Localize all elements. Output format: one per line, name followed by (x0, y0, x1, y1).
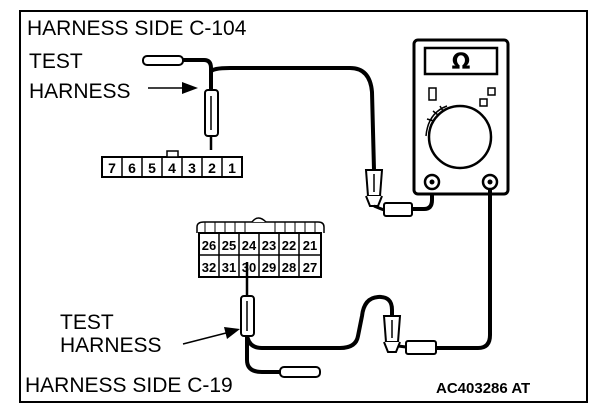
connector-c104: 7 6 5 4 3 2 1 (101, 150, 243, 178)
connector-c19: 26 25 24 23 22 21 32 31 30 29 28 27 (196, 217, 325, 278)
ohmmeter-display (423, 46, 499, 76)
top-test-harness (142, 55, 219, 150)
c19-pin: 32 (202, 260, 216, 275)
ohmmeter: Ω (412, 38, 510, 196)
c19-pin: 24 (242, 238, 257, 253)
harness-side-bottom-label: HARNESS SIDE C-19 (25, 374, 233, 397)
upper-meter-lead (209, 66, 434, 217)
lower-meter-lead (245, 189, 492, 355)
c19-pin: 25 (222, 238, 236, 253)
top-label-arrow (148, 82, 198, 94)
c19-pin: 22 (282, 238, 296, 253)
diagram-frame (19, 10, 588, 403)
meter-button-icon (487, 87, 496, 96)
c19-pin: 30 (242, 260, 256, 275)
c19-pin: 23 (262, 238, 276, 253)
c104-pin: 7 (108, 160, 116, 176)
ohm-symbol-icon: Ω (452, 50, 471, 75)
test-harness-bottom-label-1: TEST (60, 311, 114, 334)
bottom-label-arrow (182, 327, 240, 345)
c104-pin: 5 (148, 160, 156, 176)
harness-side-top-label: HARNESS SIDE C-104 (27, 17, 247, 40)
test-harness-bottom-label-2: HARNESS (60, 334, 162, 357)
c19-pin: 31 (222, 260, 236, 275)
c19-pin: 27 (303, 260, 317, 275)
c19-pin: 28 (282, 260, 296, 275)
bottom-test-harness (240, 262, 321, 378)
figure-code: AC403286 AT (436, 380, 530, 397)
c19-pin: 21 (303, 238, 317, 253)
c104-pin: 4 (168, 160, 176, 176)
c19-pin: 29 (262, 260, 276, 275)
c104-pin: 6 (128, 160, 136, 176)
c104-pin: 2 (208, 160, 216, 176)
meter-button-icon (479, 98, 488, 107)
meter-switch-icon (428, 87, 437, 101)
c19-pin: 26 (202, 238, 216, 253)
test-harness-top-label-2: HARNESS (29, 80, 131, 103)
c104-pin: 3 (188, 160, 196, 176)
test-harness-top-label-1: TEST (29, 50, 83, 73)
c104-pin: 1 (228, 160, 236, 176)
meter-dial-icon (427, 104, 493, 170)
